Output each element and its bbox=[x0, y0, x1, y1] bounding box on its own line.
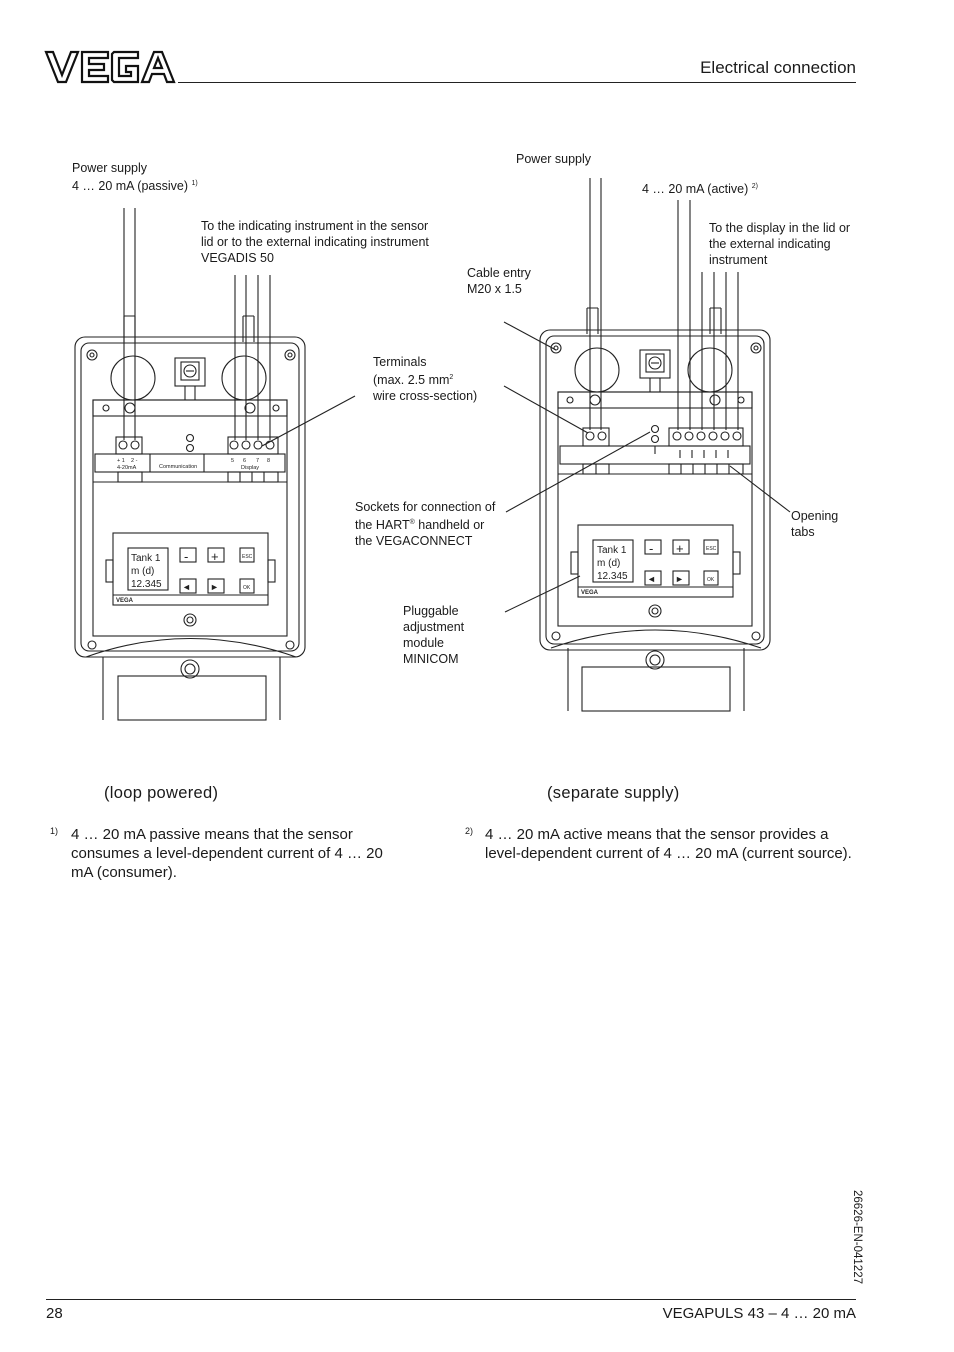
left-key-left: ◄ bbox=[182, 582, 191, 592]
footnote-1-number: 1) bbox=[50, 826, 59, 836]
right-caption: (separate supply) bbox=[547, 784, 680, 802]
right-display-line3: 12.345 bbox=[597, 571, 628, 582]
terminal-text-plus1: + 1 bbox=[117, 458, 125, 464]
right-display-label: To the display in the lid or the externa… bbox=[709, 221, 851, 267]
terminal-text-communication: Communication bbox=[159, 464, 197, 470]
right-active-label: 4 … 20 mA (active) 2) bbox=[642, 182, 759, 197]
right-key-minus: - bbox=[649, 541, 653, 556]
right-key-left: ◄ bbox=[647, 574, 656, 584]
sockets-label: Sockets for connection of the HART® hand… bbox=[355, 500, 496, 549]
left-caption: (loop powered) bbox=[104, 784, 219, 802]
right-key-esc: ESC bbox=[706, 546, 717, 552]
left-key-esc: ESC bbox=[242, 554, 253, 560]
left-terminals-leader bbox=[261, 395, 356, 447]
left-power-supply-label: Power supply 4 … 20 mA (passive) 1) bbox=[72, 161, 198, 194]
page-title: Electrical connection bbox=[700, 58, 856, 77]
document-id: 26626-EN-041227 bbox=[851, 1190, 863, 1284]
right-key-ok: OK bbox=[707, 577, 715, 583]
terminal-text-4-20ma: 4-20mA bbox=[117, 465, 137, 471]
right-module-brand: VEGA bbox=[581, 590, 599, 596]
wiring-diagrams: + 1 2 - 4-20mA Communication 5 6 7 8 Dis… bbox=[74, 178, 791, 721]
right-key-plus: + bbox=[676, 541, 684, 556]
cable-entry-leader bbox=[503, 321, 557, 351]
terminals-label: Terminals (max. 2.5 mm2 wire cross-secti… bbox=[373, 355, 478, 404]
right-housing bbox=[539, 178, 771, 712]
footnote-1-text: 4 … 20 mA passive means that the sensor … bbox=[71, 826, 383, 881]
left-module-brand: VEGA bbox=[116, 598, 134, 604]
right-power-supply-label: Power supply bbox=[516, 152, 592, 166]
opening-tabs-leader bbox=[729, 465, 791, 513]
right-display-line1: Tank 1 bbox=[597, 545, 627, 556]
left-display-line2: m (d) bbox=[131, 566, 154, 577]
left-key-minus: - bbox=[184, 549, 188, 564]
sockets-leader bbox=[505, 431, 651, 513]
terminal-text-2minus: 2 - bbox=[131, 458, 138, 464]
footnote-2-text: 4 … 20 mA active means that the sensor p… bbox=[485, 826, 852, 862]
product-name: VEGAPULS 43 – 4 … 20 mA bbox=[662, 1305, 856, 1322]
left-key-right: ► bbox=[210, 582, 219, 592]
left-key-plus: + bbox=[211, 549, 219, 564]
terminals-leader bbox=[503, 385, 589, 434]
left-indicating-label: To the indicating instrument in the sens… bbox=[201, 219, 429, 265]
module-leader bbox=[504, 575, 581, 613]
vega-logo bbox=[44, 50, 176, 84]
terminal-text-display: Display bbox=[241, 465, 259, 471]
right-display-line2: m (d) bbox=[597, 558, 620, 569]
header-rule bbox=[178, 82, 856, 83]
footer-rule bbox=[46, 1299, 856, 1300]
terminal-text-7: 7 bbox=[256, 458, 259, 464]
terminal-text-6: 6 bbox=[243, 458, 246, 464]
left-key-ok: OK bbox=[243, 585, 251, 591]
module-label: Pluggable adjustment module MINICOM bbox=[403, 604, 465, 666]
page-number: 28 bbox=[46, 1305, 63, 1322]
terminal-text-8: 8 bbox=[267, 458, 270, 464]
right-key-right: ► bbox=[675, 574, 684, 584]
left-display-line3: 12.345 bbox=[131, 579, 162, 590]
footnote-2-number: 2) bbox=[465, 826, 474, 836]
left-housing bbox=[74, 208, 306, 721]
terminal-text-5: 5 bbox=[231, 458, 234, 464]
left-display-line1: Tank 1 bbox=[131, 553, 161, 564]
